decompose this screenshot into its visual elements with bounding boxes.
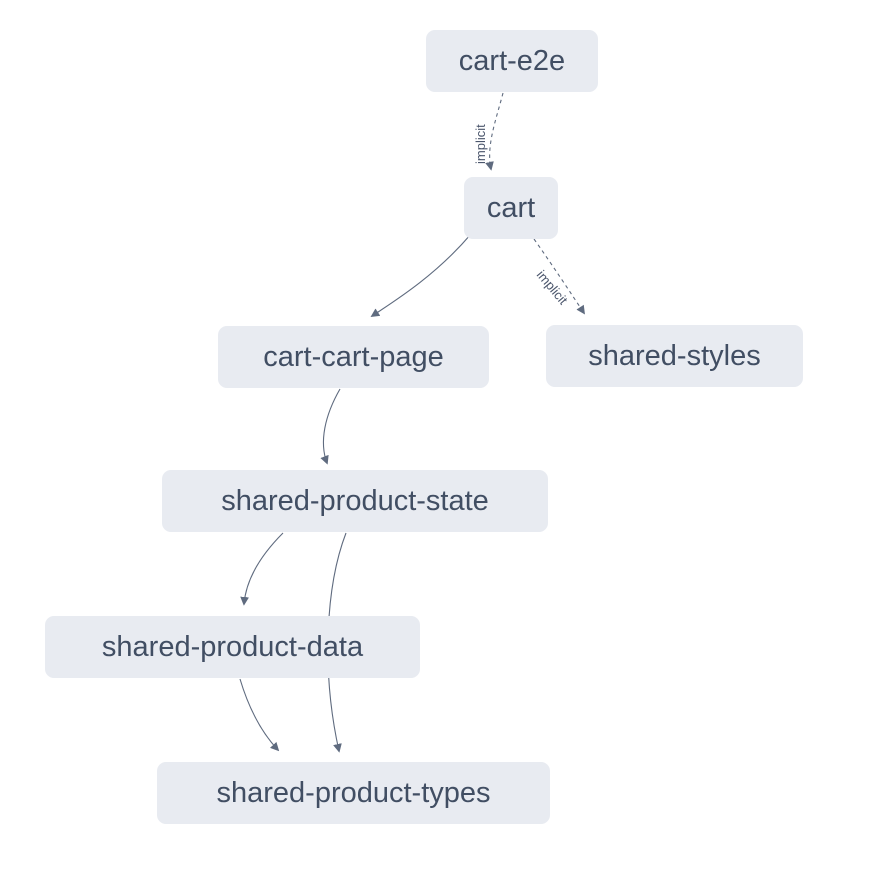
edge-label-implicit-cart-e2e: implicit	[473, 124, 488, 164]
node-shared-product-state[interactable]: shared-product-state	[162, 470, 548, 532]
edge-cart-cart-page-to-shared-product-state	[320, 388, 341, 465]
node-shared-product-types[interactable]: shared-product-types	[157, 762, 550, 824]
edge-label-implicit-shared-styles: implicit	[534, 267, 571, 307]
node-cart-e2e[interactable]: cart-e2e	[426, 30, 598, 92]
edge-shared-product-state-to-shared-product-data	[240, 532, 284, 606]
edge-shared-product-data-to-shared-product-types	[239, 678, 280, 752]
edge-cart-to-cart-cart-page	[370, 233, 472, 317]
node-cart-cart-page[interactable]: cart-cart-page	[218, 326, 489, 388]
node-shared-product-data[interactable]: shared-product-data	[45, 616, 420, 678]
edge-cart-to-shared-styles	[533, 238, 585, 315]
edge-cart-e2e-to-cart	[485, 92, 504, 171]
node-cart[interactable]: cart	[464, 177, 558, 239]
node-shared-styles[interactable]: shared-styles	[546, 325, 803, 387]
